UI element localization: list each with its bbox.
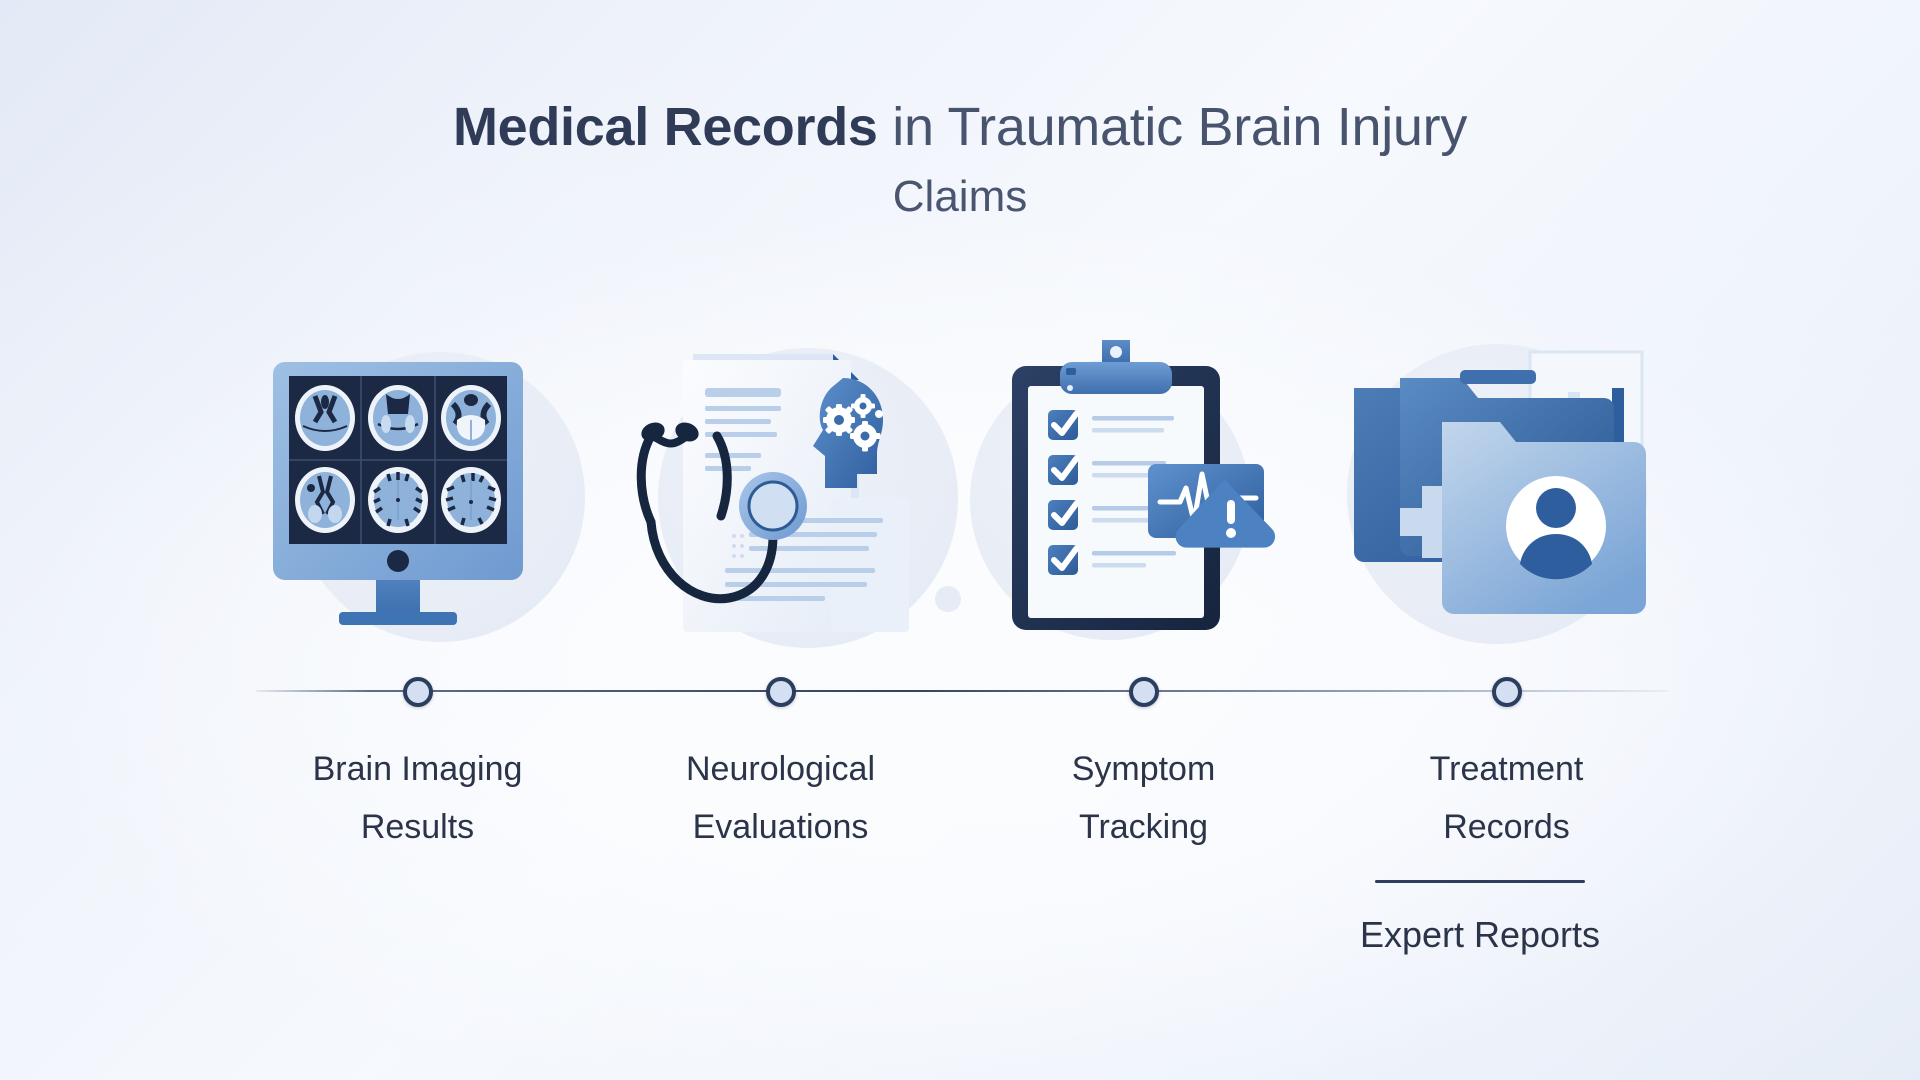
footer-divider [1375, 880, 1585, 883]
timeline-node-cell [236, 672, 599, 712]
step-label-line2: Results [360, 808, 475, 846]
timeline-nodes [236, 672, 1688, 712]
step-label-neurological-evaluations: Neurological Evaluations [599, 740, 962, 856]
step-label-line1: Symptom [1071, 750, 1216, 788]
step-label-line1: Treatment [1429, 750, 1584, 788]
step-icon-brain-imaging [236, 330, 599, 642]
step-label-line1: Neurological [686, 750, 875, 788]
step-labels-row: Brain Imaging Results Neurological Evalu… [236, 740, 1688, 856]
title-remainder: in Traumatic Brain Injury [877, 97, 1468, 157]
title-subtitle: Claims [892, 172, 1028, 221]
decorative-dot [935, 586, 961, 612]
brain-scan-monitor-icon [272, 362, 523, 625]
step-icon-treatment-records [1325, 330, 1688, 644]
timeline-node-neurological-evaluations[interactable] [765, 677, 796, 707]
clipboard-checklist-icon [1011, 340, 1275, 630]
step-label-line2: Tracking [1078, 808, 1209, 846]
step-label-line2: Records [1443, 808, 1570, 846]
step-icon-neurological-evaluations [599, 330, 962, 648]
title-line-1: Medical Records in Traumatic Brain Injur… [0, 96, 1920, 158]
step-label-brain-imaging: Brain Imaging Results [236, 740, 599, 856]
footer-note: Expert Reports [1300, 880, 1660, 957]
title-emphasis: Medical Records [452, 97, 878, 157]
medical-folders-icon [1353, 350, 1646, 614]
icon-row [236, 330, 1688, 648]
timeline-node-cell [962, 672, 1325, 712]
step-label-symptom-tracking: Symptom Tracking [962, 740, 1325, 856]
step-icon-symptom-tracking [962, 330, 1325, 640]
timeline-node-cell [599, 672, 962, 712]
timeline-node-symptom-tracking[interactable] [1128, 677, 1159, 707]
timeline-node-cell [1325, 672, 1688, 712]
timeline-axis [256, 690, 1668, 692]
footer-label: Expert Reports [1359, 914, 1601, 955]
stethoscope-document-icon [636, 354, 909, 632]
page-title: Medical Records in Traumatic Brain Injur… [0, 96, 1920, 226]
timeline-node-treatment-records[interactable] [1491, 677, 1522, 707]
timeline-node-brain-imaging[interactable] [402, 677, 433, 707]
step-label-line1: Brain Imaging [312, 750, 523, 788]
step-label-treatment-records: Treatment Records [1325, 740, 1688, 856]
step-label-line2: Evaluations [692, 808, 869, 846]
